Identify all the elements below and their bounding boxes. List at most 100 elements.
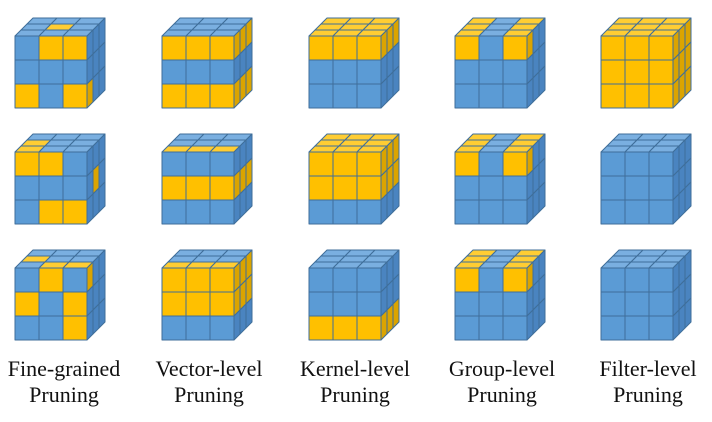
front-cell [209,175,235,201]
side-cell [678,187,686,219]
front-cell [209,83,235,109]
front-cell [308,267,334,293]
front-cell [308,59,334,85]
front-cell [624,59,650,85]
side-cell [239,187,247,219]
side-cell [92,303,100,335]
front-cell [332,175,358,201]
side-cell [239,71,247,103]
side-cell [245,181,253,213]
label-kernel-level-line2: Pruning [320,382,390,407]
label-fine-grained-line2: Pruning [29,382,99,407]
front-cell [38,199,64,225]
front-cell [478,315,504,341]
front-cell [648,315,674,341]
side-cell [684,181,692,213]
front-cell [62,267,88,293]
front-cell [478,151,504,177]
front-cell [38,83,64,109]
front-cell [624,151,650,177]
front-cell [209,35,235,61]
front-cell [161,291,187,317]
front-cell [624,291,650,317]
front-cell [38,175,64,201]
cube-2-1 [161,17,253,109]
front-cell [185,267,211,293]
front-cell [356,59,382,85]
label-fine-grained-line1: Fine-grained [7,356,121,381]
cube-3-3 [308,249,400,341]
front-cell [356,199,382,225]
front-cell [600,199,626,225]
side-cell [538,65,546,97]
cube-5-3 [600,249,692,341]
label-fine-grained: Fine-grained Pruning [0,356,135,408]
front-cell [161,267,187,293]
front-cell [185,291,211,317]
front-cell [332,35,358,61]
front-cell [161,175,187,201]
front-cell [308,35,334,61]
front-cell [648,175,674,201]
label-group-level-line2: Pruning [467,382,537,407]
front-cell [502,83,528,109]
front-cell [14,151,40,177]
side-cell [386,71,394,103]
front-cell [454,151,480,177]
side-cell [532,303,540,335]
front-cell [454,59,480,85]
front-cell [62,83,88,109]
front-cell [308,199,334,225]
front-cell [308,83,334,109]
label-kernel-level-line1: Kernel-level [300,356,410,381]
side-cell [245,65,253,97]
side-cell [532,71,540,103]
side-cell [98,181,106,213]
cube-3-1 [308,17,400,109]
front-cell [62,59,88,85]
label-vector-level-line2: Pruning [174,382,244,407]
front-cell [185,59,211,85]
front-cell [502,35,528,61]
front-cell [62,199,88,225]
front-cell [14,315,40,341]
label-kernel-level: Kernel-level Pruning [284,356,426,408]
cube-1-3 [14,249,106,341]
front-cell [62,151,88,177]
front-cell [356,35,382,61]
front-cell [454,83,480,109]
cube-4-3 [454,249,546,341]
side-cell [392,181,400,213]
front-cell [600,151,626,177]
front-cell [209,291,235,317]
front-cell [161,315,187,341]
label-filter-level-line2: Pruning [613,382,683,407]
label-filter-level-line1: Filter-level [599,356,697,381]
front-cell [332,59,358,85]
side-cell [98,297,106,329]
side-cell [538,181,546,213]
front-cell [454,199,480,225]
front-cell [185,175,211,201]
front-cell [648,291,674,317]
front-cell [62,315,88,341]
front-cell [185,315,211,341]
label-filter-level: Filter-level Pruning [577,356,712,408]
front-cell [332,151,358,177]
front-cell [600,291,626,317]
front-cell [185,199,211,225]
side-cell [380,309,388,341]
front-cell [648,267,674,293]
cube-2-2 [161,133,253,225]
front-cell [209,267,235,293]
front-cell [478,59,504,85]
front-cell [600,175,626,201]
front-cell [38,291,64,317]
cube-5-1 [600,17,692,109]
front-cell [185,151,211,177]
front-cell [185,35,211,61]
front-cell [600,35,626,61]
cube-4-1 [454,17,546,109]
front-cell [356,175,382,201]
